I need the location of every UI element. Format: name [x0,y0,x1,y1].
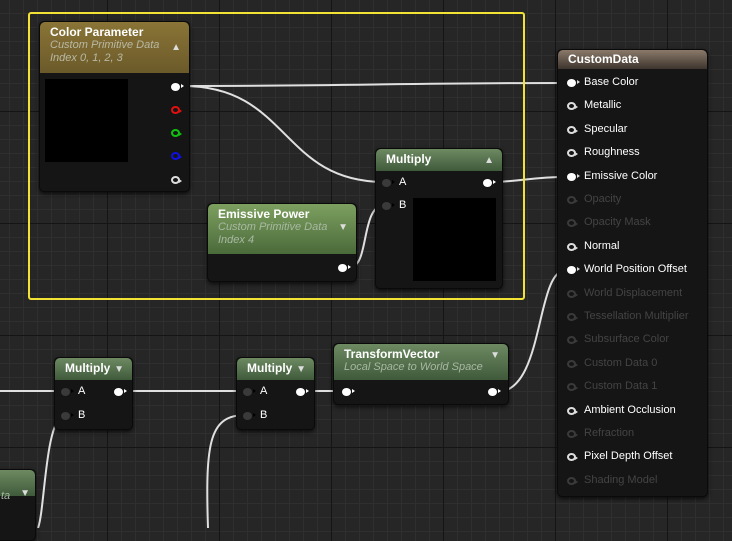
input-pin [567,430,578,438]
output-pin-b[interactable] [171,152,182,160]
input-pin-a[interactable] [243,388,256,396]
output-pin-a[interactable] [171,176,182,184]
output-pin[interactable] [114,388,127,396]
pin-label: Specular [584,122,628,135]
input-pin[interactable] [567,453,578,462]
input-pin-b[interactable] [243,412,256,420]
pin-label: Opacity Mask [584,216,651,229]
input-pin[interactable] [567,406,578,415]
output-pin[interactable] [483,179,496,187]
input-pin-a[interactable] [61,388,74,396]
pin-label: Custom Data 0 [584,356,658,369]
pin-label: B [78,409,86,421]
pin-label: A [399,176,407,188]
input-pin[interactable] [567,172,580,181]
expand-icon[interactable]: ▼ [114,364,124,375]
pin-label: World Displacement [584,286,683,299]
node-subtitle: Custom Primitive Data [50,39,160,51]
expand-icon[interactable]: ▼ [490,350,500,361]
input-pin-b[interactable] [61,412,74,420]
node-subtitle: Custom Primitive Data [218,221,328,233]
wire-to-mult2-b [206,414,247,528]
input-pin [567,383,578,392]
output-pin[interactable] [338,264,351,272]
input-pin [567,359,578,368]
node-title: Multiply [247,361,293,375]
input-pin[interactable] [567,79,580,87]
wire-color-to-multiply-a [182,85,386,183]
node-title: Emissive Power [218,207,310,221]
multiply-node-1[interactable]: Multiply ▼ A B [54,357,133,430]
input-pin [567,336,578,345]
pin-label: Ambient Occlusion [584,403,676,416]
multiply-node-top[interactable]: Multiply ▲ A B [375,148,503,289]
pin-label: Shading Model [584,473,658,486]
node-title: Multiply [65,361,111,375]
node-subtitle: ta [1,490,11,502]
expand-icon[interactable]: ▼ [20,488,30,499]
pin-label: B [260,409,268,421]
pin-label: A [260,385,268,397]
input-pin[interactable] [567,149,578,158]
node-title: Color Parameter [50,25,144,39]
input-pin [567,313,578,321]
input-pin [567,476,578,485]
node-title: TransformVector [344,347,440,361]
color-parameter-node[interactable]: Color Parameter Custom Primitive Data In… [39,21,190,192]
pin-label: Normal [584,239,620,252]
collapse-icon[interactable]: ▲ [171,42,181,53]
pin-label: Emissive Color [584,169,658,182]
output-pin-g[interactable] [171,129,182,137]
expand-icon[interactable]: ▼ [296,364,306,375]
multiply-preview [413,198,496,281]
pin-label: A [78,385,86,397]
pin-label: Subsurface Color [584,333,669,346]
wire-color-to-basecolor [182,82,567,87]
input-pin [567,219,578,228]
input-pin[interactable] [567,266,580,275]
input-pin [567,196,578,204]
input-pin[interactable] [567,102,578,111]
pin-label: Metallic [584,99,622,112]
pin-label: Pixel Depth Offset [584,450,673,463]
multiply-node-2[interactable]: Multiply ▼ A B [236,357,315,430]
color-preview [45,79,128,162]
pin-label: Refraction [584,427,635,439]
node-subtitle: Local Space to World Space [344,361,483,373]
partial-node[interactable]: ta ▼ [0,469,36,541]
input-pin[interactable] [342,388,355,396]
output-pin[interactable] [296,388,309,396]
input-pin[interactable] [567,242,578,251]
node-title: Multiply [386,152,432,166]
pin-label: Opacity [584,193,622,205]
output-pin[interactable] [488,388,501,396]
input-pin-b[interactable] [382,202,395,210]
pin-label: B [399,199,407,211]
comment-box[interactable] [28,12,525,300]
transform-vector-node[interactable]: TransformVector Local Space to World Spa… [333,343,509,405]
pin-label: Roughness [584,146,640,159]
node-title: CustomData [568,52,639,66]
wire-to-mult1-b [37,414,65,528]
output-pin-rgb[interactable] [171,83,184,91]
expand-icon[interactable]: ▼ [338,222,348,233]
input-pin[interactable] [567,125,578,134]
input-pin [567,289,578,298]
pin-label: Base Color [584,76,639,88]
node-subtitle: Index 0, 1, 2, 3 [50,52,123,64]
pin-label: Custom Data 1 [584,380,658,393]
input-pin-a[interactable] [382,179,395,187]
emissive-power-node[interactable]: Emissive Power Custom Primitive Data Ind… [207,203,357,282]
output-pin-r[interactable] [171,106,182,114]
pin-label: Tessellation Multiplier [584,310,689,322]
node-subtitle: Index 4 [218,234,255,246]
wire-transform-to-wpo [496,269,567,393]
collapse-icon[interactable]: ▲ [484,155,494,166]
pin-label: World Position Offset [584,263,687,276]
